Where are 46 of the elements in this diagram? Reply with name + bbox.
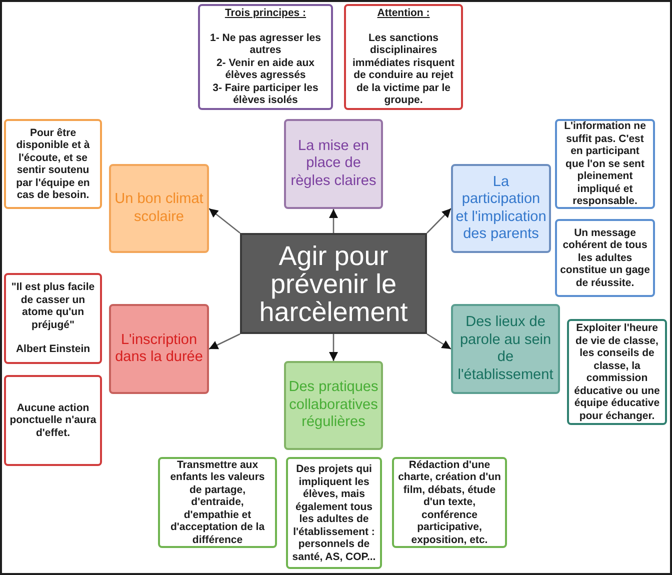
branch-label: La mise en place de règles claires: [290, 138, 378, 190]
branch-label: Des lieux de parole au sein de l'établissement: [456, 314, 554, 384]
note-box: [4, 119, 102, 209]
note-text: L'information ne suffit pas. C'est en participant que l'on se sent pleinement impliqué et responsable.: [563, 120, 647, 208]
note-box: [555, 219, 655, 297]
note-box: [344, 4, 463, 110]
branch-box: [451, 304, 560, 394]
note-heading: Attention :: [377, 7, 430, 20]
branch-box: [284, 119, 383, 209]
list-item: 3- Faire participer les élèves isolés: [212, 82, 320, 107]
note-box: [4, 273, 102, 364]
branch-label: L'inscription dans la durée: [114, 332, 204, 366]
quote-text: "Il est plus facile de casser un atome qu'un préjugé": [10, 281, 96, 332]
note-heading: Trois principes :: [224, 7, 306, 20]
note-text: Rédaction d'une charte, création d'un film, débats, étude d'un texte, conférence participative, exposition, etc.: [397, 458, 502, 546]
arrow: [426, 333, 452, 350]
branch-label: Un bon climat scolaire: [114, 191, 204, 226]
note-text: Exploiter l'heure de vie de classe, les conseils de classe, la commission éducative ou une équipe éducative pour échanger.: [573, 322, 661, 422]
branch-box: [109, 164, 209, 253]
branch-box: [284, 361, 383, 450]
note-box: [198, 4, 333, 110]
note-text: Un message cohérent de tous les adultes constitue un gage de réussite.: [559, 226, 651, 290]
note-text: Transmettre aux enfants les valeurs de partage, d'entraide, d'empathie et d'acceptation de la différence: [169, 458, 266, 546]
note-text: Les sanctions disciplinaires immédiates risquent de conduire au rejet de la victime par le groupe.: [351, 32, 456, 107]
note-text: Des projets qui impliquent les élèves, mais également tous les adultes de l'établissement : personnels de santé, AS, COP...: [291, 463, 377, 563]
branch-box: [109, 304, 209, 394]
list-item: 2- Venir en aide aux élèves agressés: [215, 56, 316, 82]
arrow: [329, 209, 338, 233]
central-topic-box: [240, 233, 427, 334]
arrow: [208, 333, 240, 350]
note-box: [555, 119, 655, 209]
branch-box: [451, 164, 551, 253]
quote-author: Albert Einstein: [16, 343, 90, 356]
arrow: [329, 334, 338, 361]
note-box: [4, 375, 102, 466]
note-text: Pour être disponible et à l'écoute, et se sentir soutenu par l'équipe en cas de besoin.: [15, 126, 91, 202]
arrow: [208, 208, 240, 234]
branch-label: Des pratiques collaboratives régulières: [288, 379, 380, 432]
note-box: [567, 319, 667, 425]
arrow: [426, 208, 452, 234]
note-box: [286, 457, 382, 569]
note-text: Aucune action ponctuelle n'aura d'effet.: [8, 402, 98, 440]
list-item: 1- Ne pas agresser les autres: [209, 32, 322, 57]
note-box: [158, 457, 277, 548]
branch-label: La participation et l'implication des parents: [454, 174, 548, 244]
central-topic-text: Agir pour prévenir le harcèlement: [258, 242, 409, 326]
